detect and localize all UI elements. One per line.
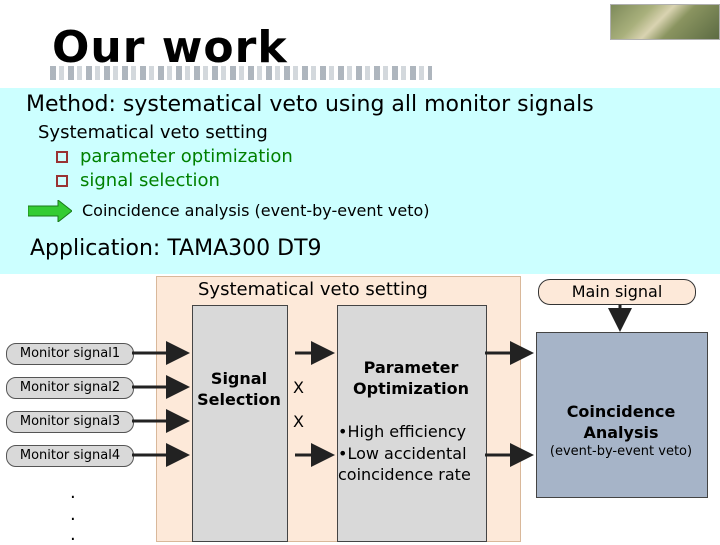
bullet-label: parameter optimization (80, 146, 293, 167)
bullet-item-parameter: parameter optimization (56, 146, 293, 167)
monitor-signal-2: Monitor signal2 (6, 377, 134, 399)
param-bullet: •High efficiency (338, 422, 467, 441)
green-arrow-icon (28, 200, 72, 222)
site-photo-icon (610, 4, 720, 40)
param-title-line: Parameter (363, 358, 459, 377)
monitor-signal-4: Monitor signal4 (6, 445, 134, 467)
parameter-optimization-box (337, 305, 487, 542)
signal-selection-line: Signal (210, 369, 268, 388)
param-title-line: Optimization (353, 379, 469, 398)
application-text: Application: TAMA300 DT9 (30, 236, 322, 261)
summary-panel (0, 88, 720, 274)
coin-title-line: Coincidence (566, 402, 676, 421)
square-bullet-icon (56, 174, 68, 187)
monitor-signal-1: Monitor signal1 (6, 343, 134, 365)
ellipsis-dot: . (70, 504, 76, 525)
veto-heading: Systematical veto setting (38, 122, 268, 143)
coincidence-analysis-box (536, 332, 708, 498)
slide-title: Our work (52, 22, 288, 73)
x-mark: X (293, 378, 304, 397)
bullet-item-signal: signal selection (56, 170, 220, 191)
coin-title-line: Analysis (583, 423, 659, 442)
param-bullet: •Low accidental (338, 444, 467, 463)
method-text: Method: systematical veto using all moni… (26, 92, 594, 117)
param-bullet: coincidence rate (338, 465, 471, 484)
coincidence-analysis-label: Coincidence Analysis (536, 401, 706, 443)
signal-selection-label: Signal Selection (192, 368, 286, 410)
ellipsis-dot: . (70, 524, 76, 545)
x-mark: X (293, 412, 304, 431)
signal-selection-line: Selection (197, 390, 281, 409)
bullet-label: signal selection (80, 170, 220, 191)
square-bullet-icon (56, 150, 68, 163)
coincidence-text: Coincidence analysis (event-by-event vet… (82, 201, 430, 220)
title-underline-decoration (50, 66, 432, 80)
signal-selection-box (192, 305, 288, 542)
parameter-optimization-label: Parameter Optimization (337, 357, 485, 399)
coincidence-subtitle: (event-by-event veto) (549, 444, 693, 459)
veto-setting-label: Systematical veto setting (198, 279, 428, 300)
main-signal-node: Main signal (538, 279, 696, 305)
monitor-signal-3: Monitor signal3 (6, 411, 134, 433)
ellipsis-dot: . (70, 482, 76, 503)
